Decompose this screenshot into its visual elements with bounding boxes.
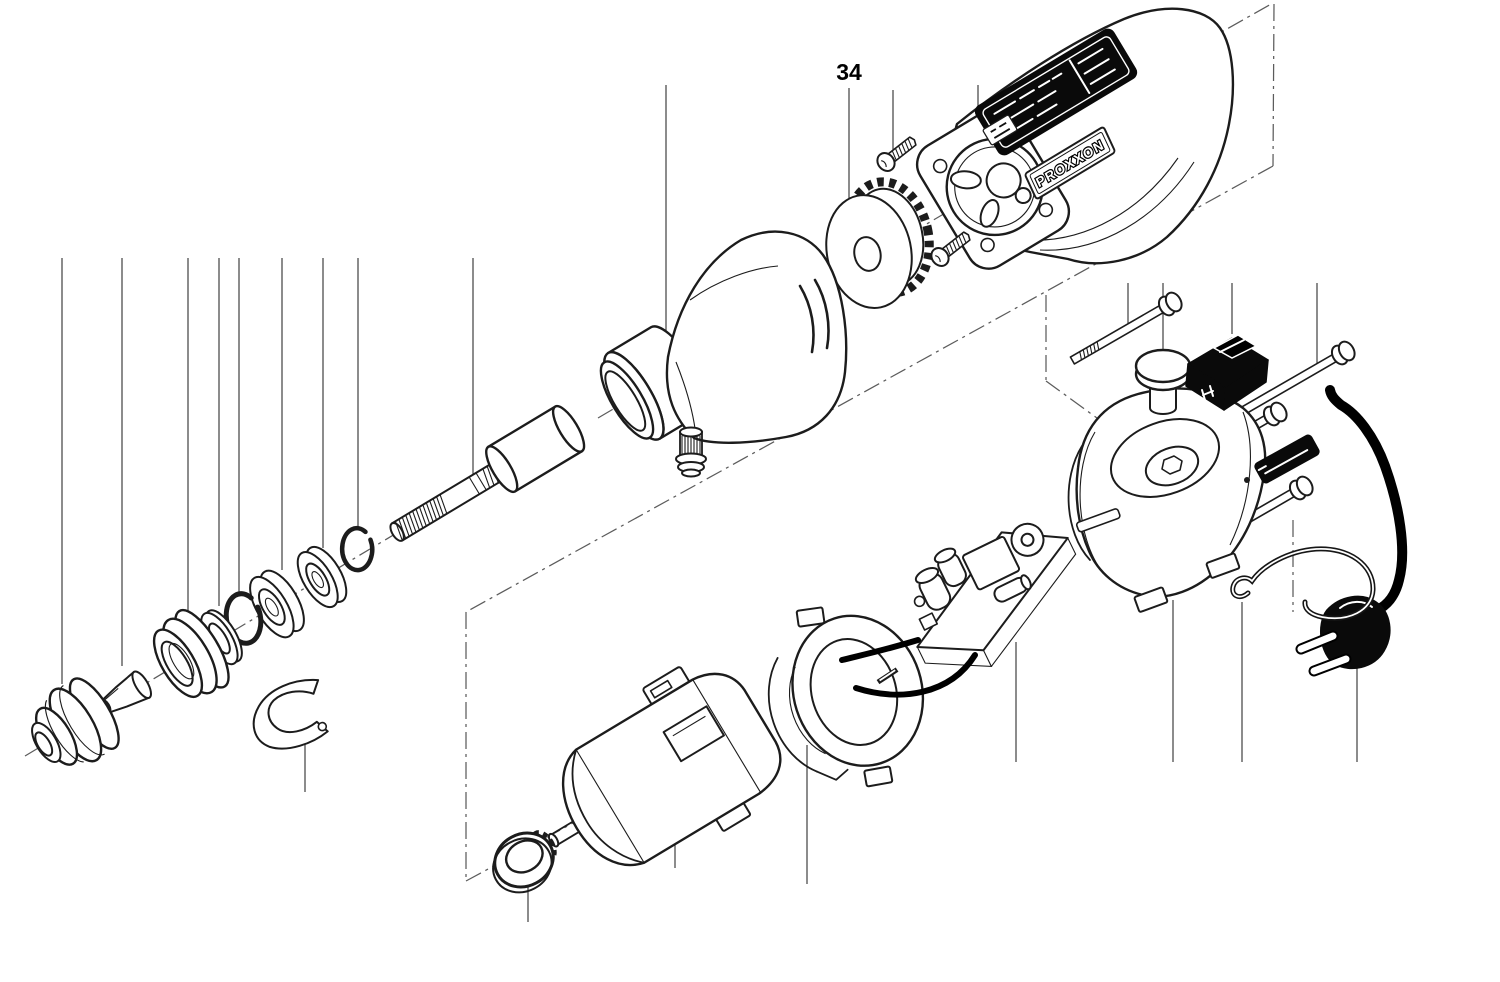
mount-tab [1133, 586, 1169, 613]
wire [853, 652, 978, 698]
mount-slot [1075, 508, 1121, 533]
vent-slit [798, 284, 815, 354]
spindle-front-nut [152, 608, 230, 699]
ball-bearing-rear [296, 545, 348, 609]
clamp-tab [795, 606, 826, 628]
gear-head-housing [599, 230, 848, 444]
housing-screw-upper [876, 136, 917, 172]
spacer-sleeve [485, 404, 586, 494]
clamp-tab [863, 765, 894, 788]
fan-gear-wheel [825, 177, 934, 310]
wire [839, 637, 921, 663]
callout-label-34: 34 [836, 59, 862, 85]
housing-front-flange [915, 106, 1071, 270]
mount-tab [1205, 552, 1241, 579]
housing-bolt-1 [1069, 291, 1183, 365]
wire-retaining-clip [1230, 546, 1376, 621]
spindle-shaft [389, 404, 586, 542]
motor-mount-housing [1067, 387, 1267, 613]
open-end-wrench [252, 679, 329, 750]
vent-slit [813, 278, 830, 350]
main-housing-shell: PROXXON [915, 7, 1235, 270]
lubrication-nipple [675, 426, 707, 478]
serial-label [982, 114, 1018, 146]
motor-wires [839, 637, 978, 698]
knurling [681, 436, 701, 454]
collet-cap-nut [31, 677, 120, 766]
shaft-retaining-ring [339, 525, 375, 573]
relay-block [962, 535, 1021, 591]
hex-socket [1161, 455, 1183, 475]
cord-strain-relief [1254, 434, 1320, 484]
rubber-ring [492, 831, 555, 894]
motor-window [662, 705, 725, 763]
housing-screw-lower [930, 231, 971, 267]
spindle-lock-button [1134, 348, 1192, 415]
motor-shaft [549, 820, 580, 847]
rocker [1212, 334, 1258, 359]
thread-hatching [394, 494, 448, 541]
power-cord-with-plug [1295, 385, 1408, 677]
rating-plate-text-rows [993, 47, 1116, 136]
circuit-board [913, 522, 1077, 668]
plug-body [1320, 595, 1391, 670]
switch-marking [1201, 385, 1214, 401]
power-cord [1325, 385, 1408, 615]
rocker-switch [1185, 334, 1269, 411]
leader-lines [61, 85, 1358, 922]
rating-plate [974, 28, 1138, 156]
